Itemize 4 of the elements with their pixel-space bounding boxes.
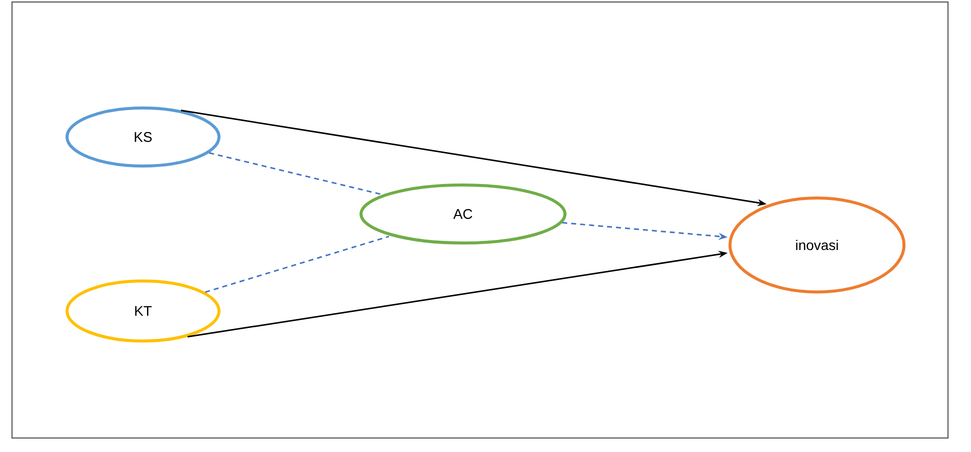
ellipse-node: KS (66, 106, 220, 168)
ellipse-node: AC (360, 184, 566, 244)
ellipse-node: inovasi (728, 196, 906, 294)
ellipse-node: KT (66, 280, 220, 342)
